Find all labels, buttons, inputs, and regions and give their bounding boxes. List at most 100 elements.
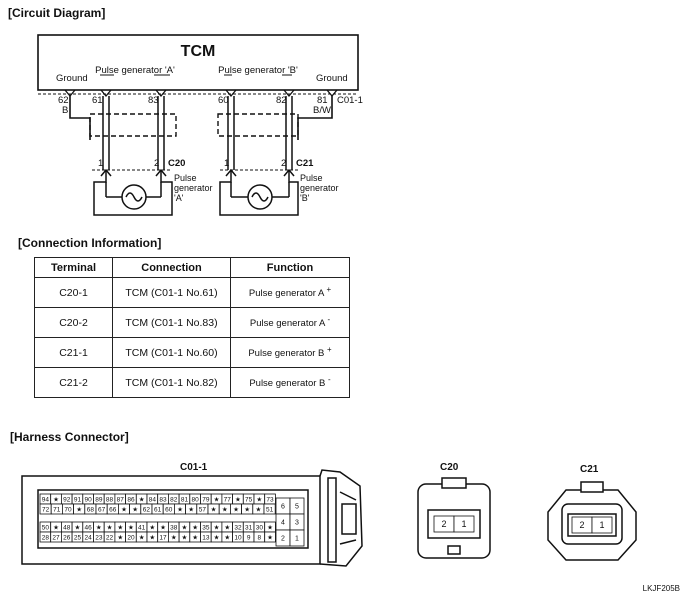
pin-number: 25 [74, 534, 82, 541]
connection-cell: TCM (C01-1 No.60) [112, 337, 231, 368]
pin-number: 79 [202, 496, 210, 503]
pin-number: ★ [96, 523, 102, 531]
pin-number: 1 [295, 535, 299, 542]
pin-number: 17 [159, 534, 167, 541]
tcm-title: TCM [181, 43, 216, 60]
pin-number: 22 [106, 534, 114, 541]
pin-number: 10 [234, 534, 242, 541]
pin-83: 83 [148, 95, 159, 106]
header-connection: Connection [112, 257, 231, 278]
circuit-diagram: TCM Pulse generator 'A' Pulse generator … [37, 34, 363, 216]
pin-number: 80 [192, 496, 200, 503]
pin-number: 35 [202, 524, 210, 531]
pin-number: 5 [295, 503, 299, 510]
pin-number: 90 [85, 496, 93, 503]
pulse-generator-a-label: Pulse generator 'A' [95, 65, 175, 76]
pin-number: 84 [149, 496, 157, 503]
wire-color-bw: B/W [313, 105, 331, 116]
pin-number: 23 [95, 534, 103, 541]
function-cell: Pulse generator A - [230, 307, 350, 338]
terminal-cell: C21-1 [34, 337, 113, 368]
generator-b-line2: generator [300, 183, 339, 193]
pin-number: 30 [256, 524, 264, 531]
pin-number: 38 [170, 524, 178, 531]
c20-circuit-label: C20 [168, 158, 185, 169]
pin-number: 20 [127, 534, 135, 541]
pin-number: 46 [85, 524, 93, 531]
pin-number: 31 [245, 524, 253, 531]
table-row: C20-2 TCM (C01-1 No.83) Pulse generator … [34, 307, 350, 338]
c20-pin-1: 1 [98, 158, 103, 169]
pin-arrows [64, 89, 338, 98]
generator-b-line3: 'B' [300, 193, 310, 203]
pin-61: 61 [92, 95, 103, 106]
pin-number: 28 [42, 534, 50, 541]
c21-connector-label: C21 [580, 464, 599, 475]
pulse-generator-b-label: Pulse generator 'B' [218, 65, 298, 76]
pin-60: 60 [218, 95, 229, 106]
pin-number: 41 [138, 524, 146, 531]
pin-number: ★ [224, 533, 230, 541]
shield-a [89, 113, 177, 137]
pin-number: ★ [255, 505, 261, 513]
header-terminal: Terminal [34, 257, 113, 278]
pin-number: 91 [74, 496, 82, 503]
pin-number: ★ [233, 505, 239, 513]
pin-number: ★ [214, 533, 220, 541]
pin-number: 9 [247, 534, 251, 541]
pin-number: 57 [199, 506, 207, 513]
pin-82: 82 [276, 95, 287, 106]
c20-pin-2: 2 [154, 158, 159, 169]
figure-id: LKJF205B [642, 584, 680, 593]
table-row: C20-1 TCM (C01-1 No.61) Pulse generator … [34, 277, 350, 308]
pin-number: ★ [256, 495, 262, 503]
pin-number: 61 [154, 506, 162, 513]
pin-number: ★ [235, 495, 241, 503]
table-row: C21-2 TCM (C01-1 No.82) Pulse generator … [34, 367, 350, 398]
pin-number: 4 [281, 519, 285, 526]
header-function: Function [230, 257, 350, 278]
pin-number: 83 [159, 496, 167, 503]
harness-connector-heading: [Harness Connector] [10, 430, 129, 444]
generator-b-line1: Pulse [300, 173, 323, 183]
generator-a-line2: generator [174, 183, 213, 193]
pin-number: ★ [121, 505, 127, 513]
pin-number: ★ [139, 533, 145, 541]
c21-connector [547, 481, 637, 561]
pin-number: 2 [579, 520, 584, 530]
pin-number: 32 [234, 524, 242, 531]
circuit-diagram-heading: [Circuit Diagram] [8, 6, 106, 20]
c21-circuit-label: C21 [296, 158, 314, 169]
pin-number: ★ [267, 523, 273, 531]
function-cell: Pulse generator A + [230, 277, 350, 308]
generator-a-line3: 'A' [174, 193, 184, 203]
pin-number: ★ [75, 523, 81, 531]
terminal-cell: C20-2 [34, 307, 113, 338]
pulse-generator-b-box [219, 168, 299, 216]
pin-cell [264, 531, 276, 543]
pin-number: ★ [76, 505, 82, 513]
pin-number: 24 [85, 534, 93, 541]
pin-number: ★ [244, 505, 250, 513]
pin-number: 1 [461, 519, 466, 529]
signal-wires-b [227, 96, 293, 170]
ground-right-label: Ground [316, 73, 348, 84]
pin-number: ★ [149, 523, 155, 531]
pin-number: 6 [281, 503, 285, 510]
pin-number: ★ [192, 523, 198, 531]
pin-number: ★ [188, 505, 194, 513]
pin-number: ★ [214, 523, 220, 531]
table-header-row: Terminal Connection Function [34, 257, 350, 278]
connector-c01-1-label: C01-1 [337, 95, 363, 106]
connection-cell: TCM (C01-1 No.82) [112, 367, 231, 398]
pin-number: 62 [143, 506, 151, 513]
pin-number: ★ [182, 533, 188, 541]
pin-number: 70 [64, 506, 72, 513]
pin-number: 1 [599, 520, 604, 530]
c01-1-connector [21, 469, 363, 567]
connection-cell: TCM (C01-1 No.61) [112, 277, 231, 308]
pin-number: 68 [87, 506, 95, 513]
